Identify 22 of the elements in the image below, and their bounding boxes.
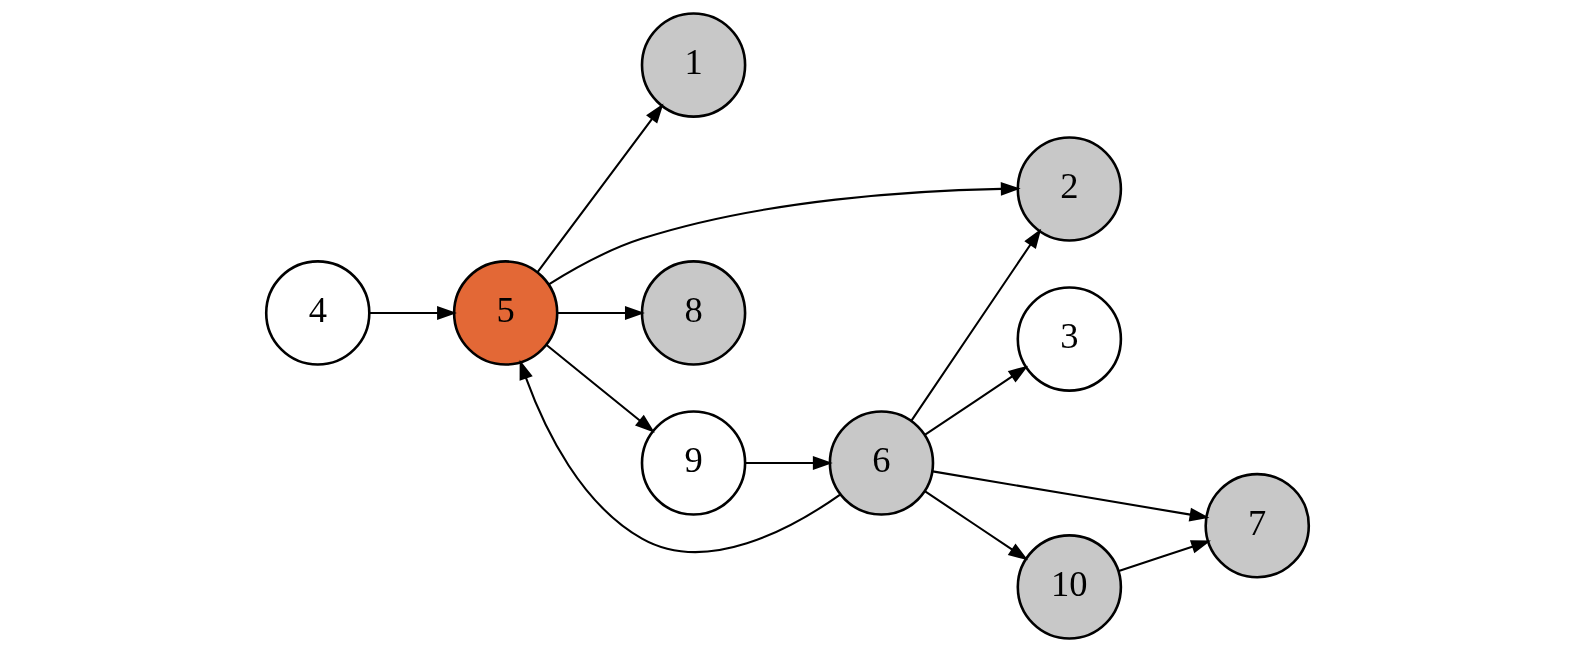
arrow	[932, 470, 1210, 522]
node-circle: 7	[1204, 472, 1311, 579]
arrow	[545, 343, 655, 433]
node-circle: 6	[828, 410, 935, 516]
node-circle: 4	[264, 260, 371, 366]
arrow	[745, 456, 833, 470]
arrow	[548, 181, 1021, 286]
arrow	[924, 365, 1029, 436]
node-circle: 8	[640, 260, 747, 366]
arrow	[369, 306, 457, 320]
arrow	[557, 306, 645, 320]
node-circle: 1	[640, 12, 747, 118]
node-circle: 5	[452, 260, 559, 366]
node-circle: 2	[1016, 136, 1123, 242]
node-circle: 3	[1016, 286, 1123, 392]
arrow	[519, 359, 841, 554]
node-circle: 9	[640, 410, 747, 516]
arrow	[1118, 540, 1211, 572]
arrow	[536, 103, 664, 273]
arrow	[910, 228, 1042, 422]
arrow	[924, 490, 1029, 561]
node-circle: 10	[1016, 534, 1123, 640]
